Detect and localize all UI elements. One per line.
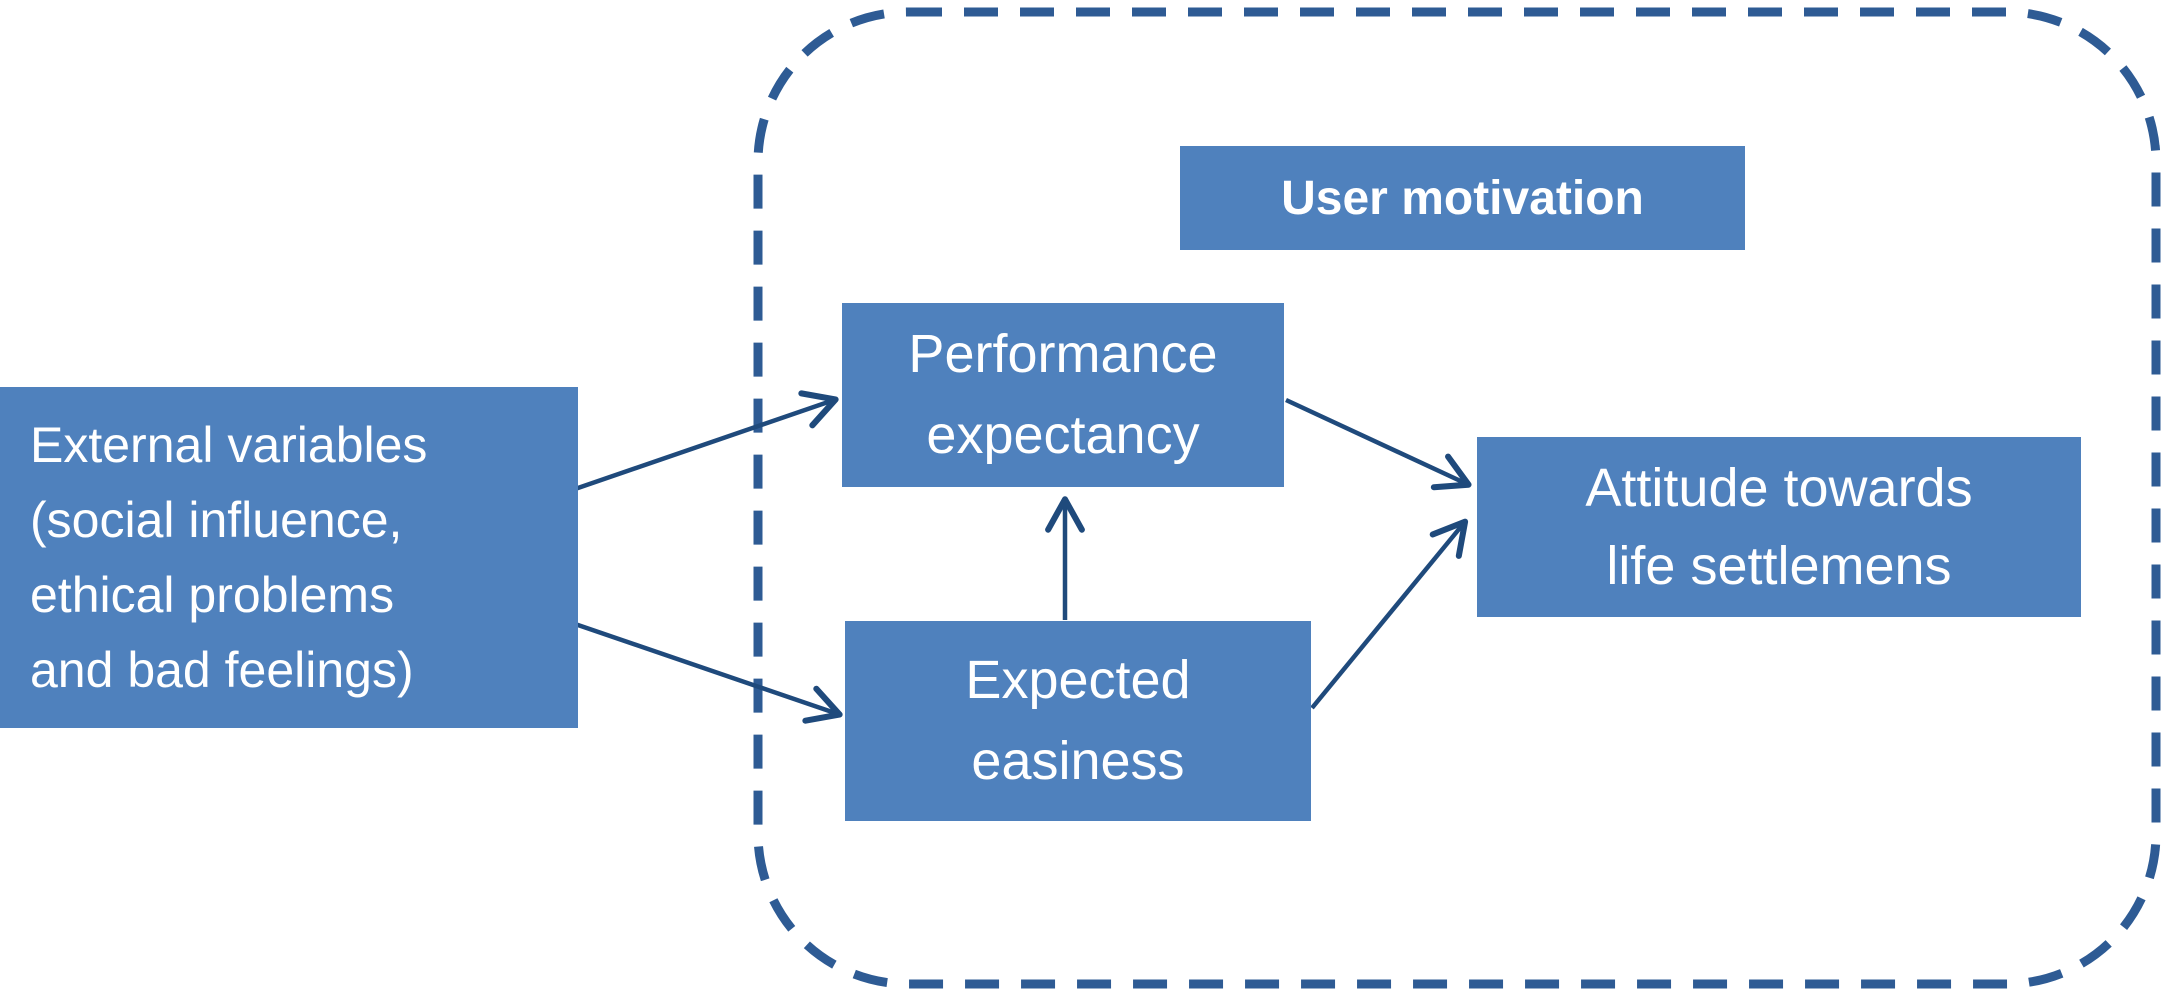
arrow-easiness-to-attitude	[1310, 518, 1469, 710]
node-performance-expectancy: Performance expectancy	[842, 303, 1284, 487]
node-external-variables: External variables (social influence, et…	[0, 387, 578, 728]
arrow-external-to-easiness	[574, 621, 843, 724]
node-user-motivation-label: User motivation	[1180, 146, 1745, 250]
arrow-external-to-performance	[574, 390, 839, 492]
node-expected-easiness: Expected easiness	[845, 621, 1311, 821]
arrow-performance-to-attitude	[1285, 397, 1472, 491]
node-attitude-towards-life-settlemens: Attitude towards life settlemens	[1477, 437, 2081, 617]
